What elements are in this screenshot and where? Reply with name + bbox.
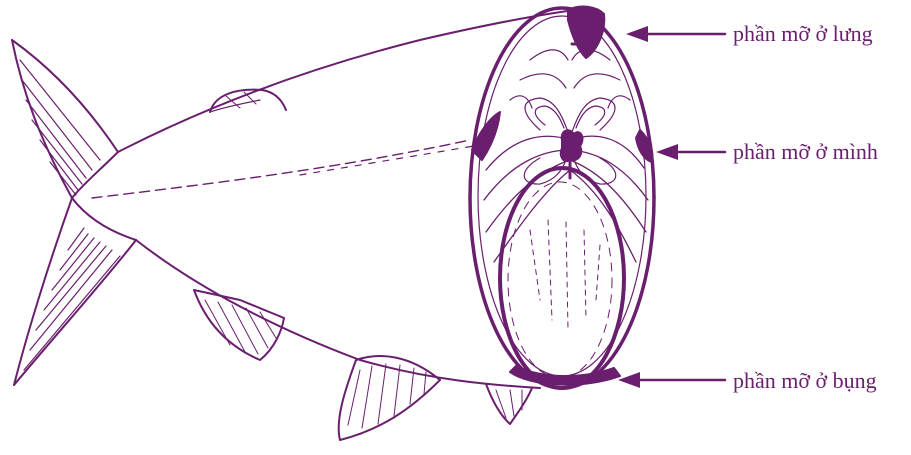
pelvic-fin xyxy=(194,290,284,360)
ventral-fin xyxy=(486,384,532,424)
cross-section xyxy=(470,7,654,388)
arrow-left-icon xyxy=(626,26,648,42)
label-dorsal-fat: phần mỡ ở lưng xyxy=(733,22,873,46)
label-body-fat: phần mỡ ở mình xyxy=(733,140,878,164)
arrow-belly xyxy=(618,372,725,388)
fish-body xyxy=(92,8,590,388)
arrow-dorsal xyxy=(626,26,725,42)
arrow-left-icon xyxy=(618,372,640,388)
spine xyxy=(561,130,583,161)
arrow-body xyxy=(656,144,725,160)
tail-fin xyxy=(12,40,136,385)
label-belly-fat: phần mỡ ở bụng xyxy=(733,369,877,393)
dorsal-fat-patch xyxy=(568,7,604,58)
arrow-left-icon xyxy=(656,144,678,160)
